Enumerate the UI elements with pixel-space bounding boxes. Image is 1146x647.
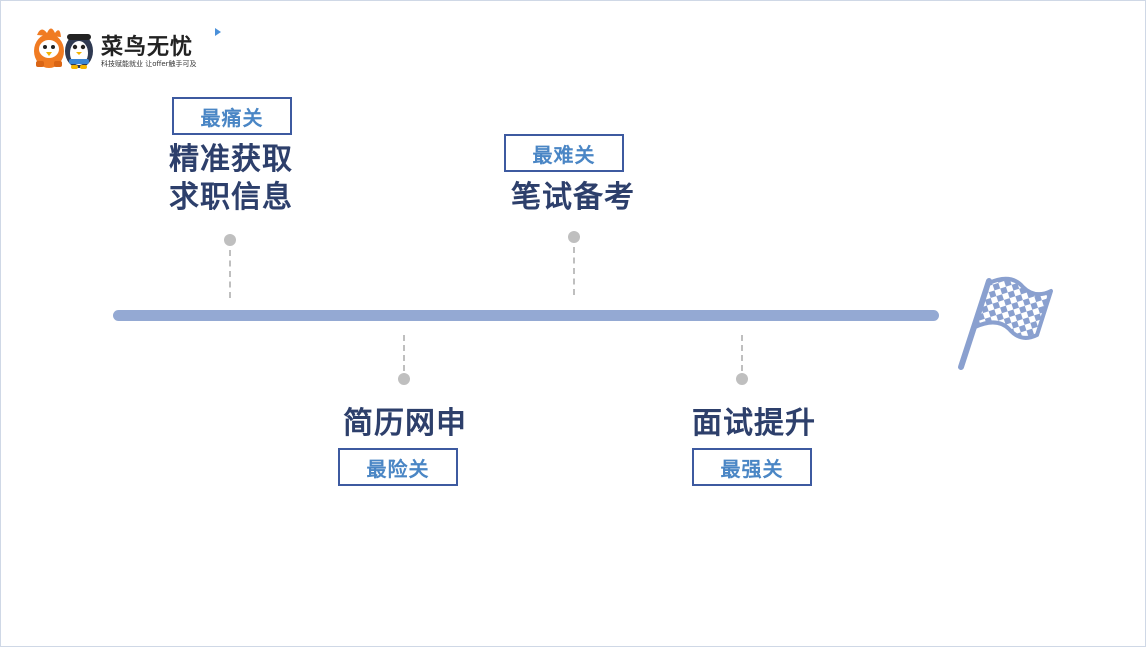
stage-2-title: 简历网申 [343, 406, 467, 441]
stage-1-badge: 最痛关 [172, 97, 292, 135]
stage-1-connector [229, 250, 231, 298]
stage-3-connector [573, 247, 575, 295]
stage-4-connector [741, 335, 743, 371]
mascot-logo-icon [34, 28, 93, 69]
stage-4-title: 面试提升 [692, 406, 816, 441]
logo-title: 菜鸟无忧 [101, 35, 194, 60]
stage-2-connector [403, 335, 405, 371]
play-triangle-icon [215, 28, 221, 36]
stage-2-marker-dot [398, 373, 410, 385]
stage-1-marker-dot [224, 234, 236, 246]
checkered-flag-icon [958, 276, 1053, 370]
stage-3-marker-dot [568, 231, 580, 243]
logo: 菜鸟无忧 科技赋能就业 让offer触手可及 [29, 21, 229, 73]
stage-3-badge: 最难关 [504, 134, 624, 172]
stage-4-badge: 最强关 [692, 448, 812, 486]
timeline-bar [113, 310, 939, 321]
stage-3-title: 笔试备考 [511, 180, 635, 215]
logo-slogan: 科技赋能就业 让offer触手可及 [101, 60, 197, 68]
stage-2-badge: 最险关 [338, 448, 458, 486]
stage-4-marker-dot [736, 373, 748, 385]
stage-1-title-line1: 精准获取 [169, 142, 293, 177]
stage-1-title-line2: 求职信息 [169, 180, 293, 215]
